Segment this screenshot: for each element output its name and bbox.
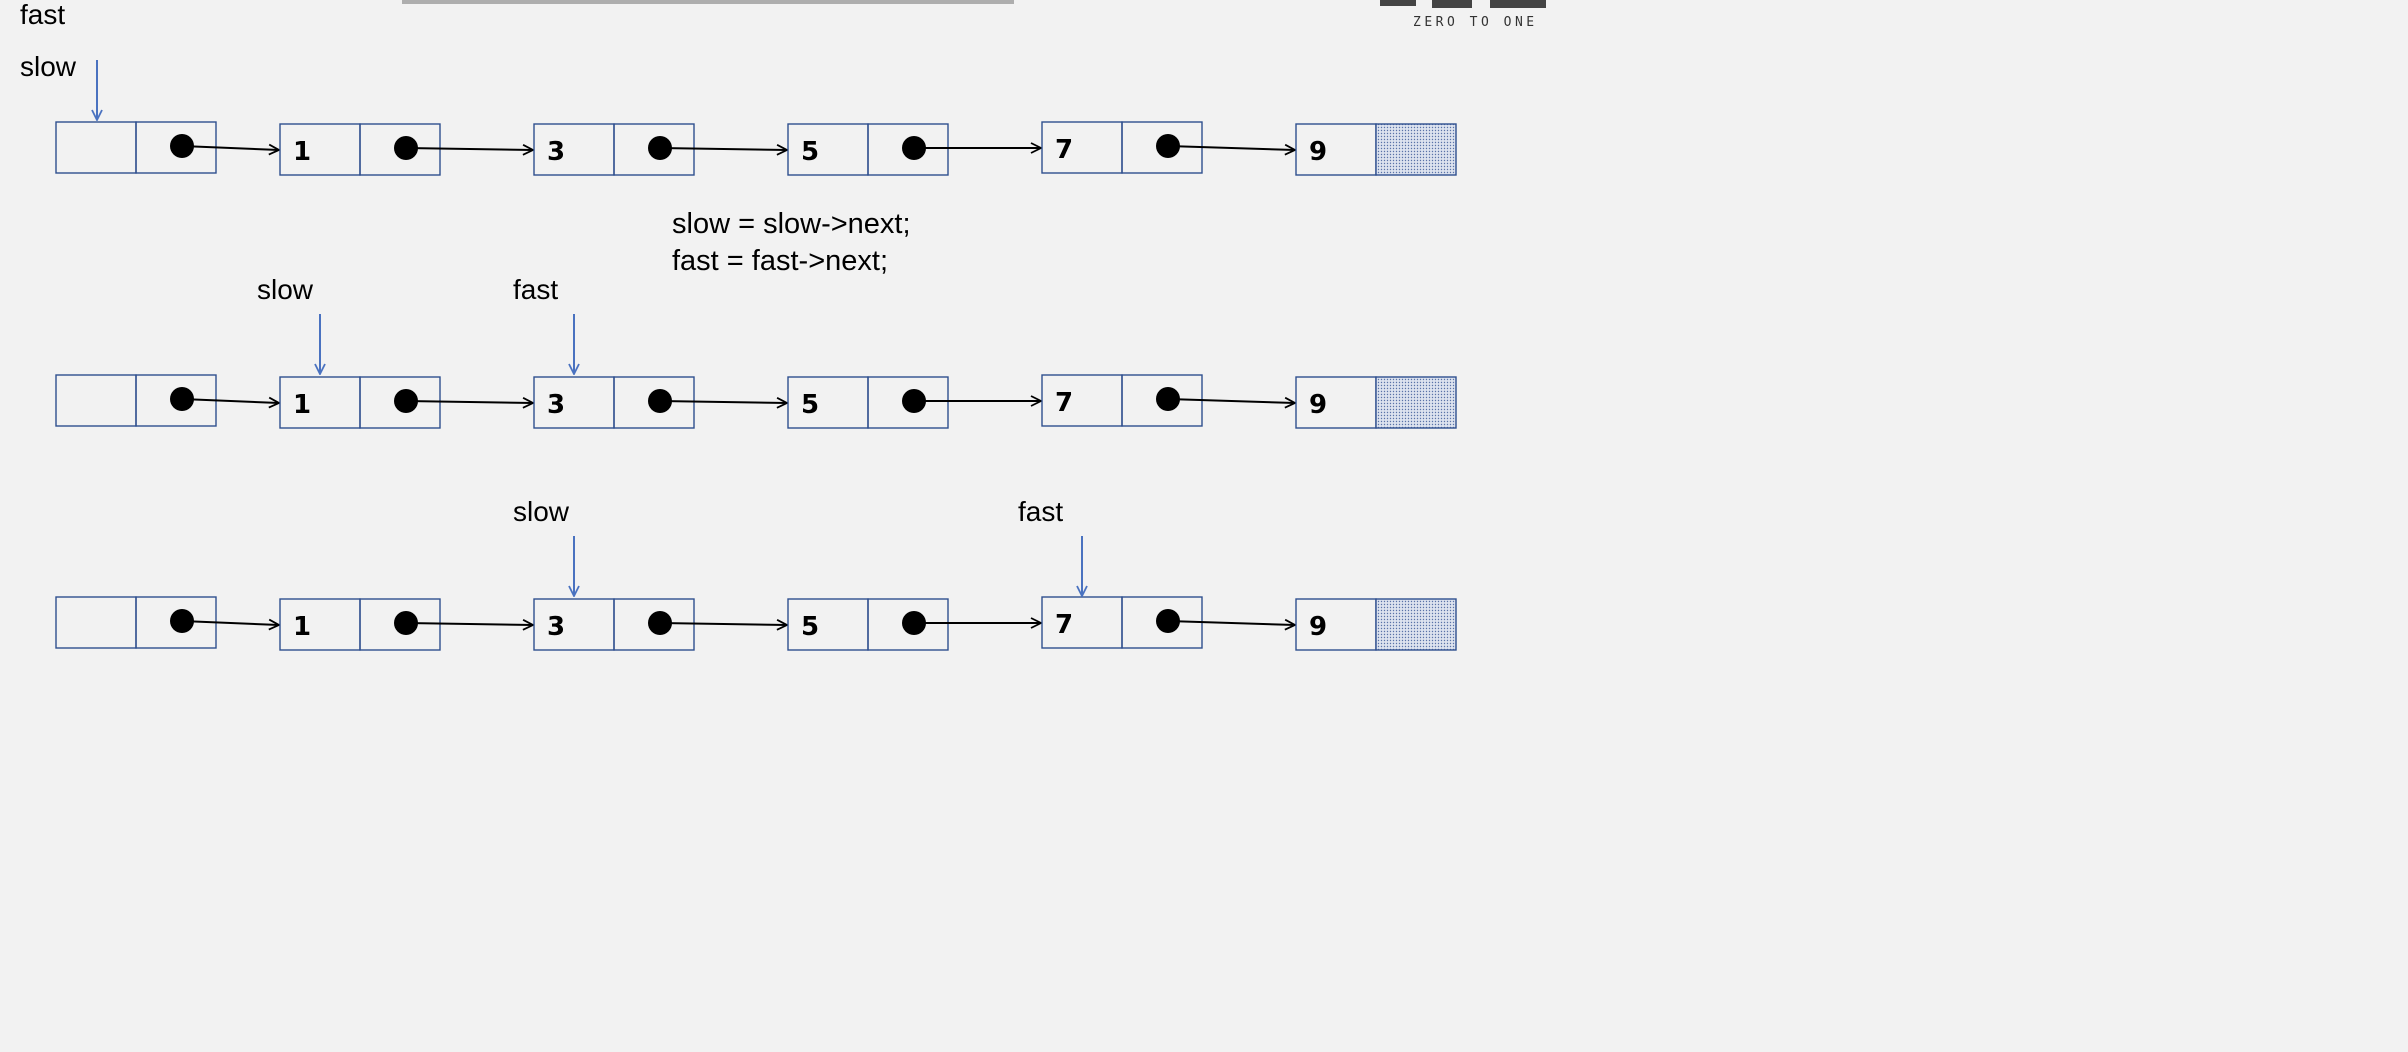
list-node: 3 (533, 376, 787, 429)
data-cell (55, 121, 137, 174)
node-value: 5 (801, 390, 819, 420)
slow-pointer: slow (513, 496, 574, 596)
next-link-arrow-icon (405, 148, 533, 150)
list-node: 7 (1041, 121, 1295, 174)
linked-list-rows: 1 3 5 7 9 fast slow 1 3 5 7 9 slow fast 1 3 5 7 9 slow fast (20, 0, 1457, 651)
list-row-1: 1 3 5 7 9 fast slow (20, 0, 1457, 176)
data-cell (1041, 374, 1123, 427)
list-row-3: 1 3 5 7 9 slow fast (55, 496, 1457, 651)
node-value: 3 (547, 137, 565, 167)
head-node (55, 121, 279, 174)
next-link-arrow-icon (405, 401, 533, 403)
next-link-arrow-icon (1167, 146, 1295, 150)
fast-pointer-label: fast (513, 274, 558, 305)
data-cell (1041, 596, 1123, 649)
null-next-cell (1375, 598, 1457, 651)
data-cell (1295, 598, 1377, 651)
list-node: 9 (1295, 123, 1457, 176)
next-link-arrow-icon (405, 623, 533, 625)
fast-pointer-label: fast (20, 0, 65, 30)
null-next-cell (1375, 123, 1457, 176)
next-cell (867, 598, 949, 651)
next-cell (867, 376, 949, 429)
next-cell (867, 123, 949, 176)
slow-pointer-label: slow (513, 496, 570, 527)
next-link-arrow-icon (1167, 399, 1295, 403)
list-node: 3 (533, 598, 787, 651)
node-value: 1 (293, 612, 311, 642)
code-line-slow: slow = slow->next; (672, 208, 911, 240)
logo-tagline: ZERO TO ONE (1413, 15, 1538, 30)
list-node: 7 (1041, 596, 1295, 649)
fast-pointer: fast (1018, 496, 1082, 596)
data-cell (533, 376, 615, 429)
null-next-cell (1375, 376, 1457, 429)
data-cell (1041, 121, 1123, 174)
next-link-arrow-icon (659, 148, 787, 150)
data-cell (1295, 123, 1377, 176)
next-link-arrow-icon (181, 146, 279, 150)
fast-pointer-label: fast (1018, 496, 1063, 527)
node-value: 5 (801, 612, 819, 642)
fast-pointer: fast (20, 0, 97, 120)
next-link-arrow-icon (181, 621, 279, 625)
node-value: 5 (801, 137, 819, 167)
fast-pointer: fast (513, 274, 574, 374)
list-node: 9 (1295, 376, 1457, 429)
data-cell (787, 376, 869, 429)
next-link-arrow-icon (1167, 621, 1295, 625)
list-node: 1 (279, 123, 533, 176)
data-cell (787, 123, 869, 176)
list-node: 9 (1295, 598, 1457, 651)
data-cell (533, 123, 615, 176)
list-row-2: 1 3 5 7 9 slow fast (55, 274, 1457, 429)
slow-pointer: slow (20, 51, 77, 82)
next-link-arrow-icon (181, 399, 279, 403)
data-cell (55, 596, 137, 649)
slow-pointer: slow (257, 274, 320, 374)
list-node: 7 (1041, 374, 1295, 427)
list-node: 5 (787, 598, 1041, 651)
node-value: 9 (1309, 137, 1327, 167)
slow-pointer-label: slow (257, 274, 314, 305)
node-value: 7 (1055, 135, 1073, 165)
data-cell (787, 598, 869, 651)
logo-mark-icon (1380, 0, 1546, 8)
node-value: 7 (1055, 610, 1073, 640)
cut-off-title (402, 0, 1014, 4)
logo: ZERO TO ONE (1380, 0, 1546, 30)
data-cell (279, 376, 361, 429)
node-value: 9 (1309, 612, 1327, 642)
node-value: 1 (293, 137, 311, 167)
head-node (55, 374, 279, 427)
list-node: 1 (279, 598, 533, 651)
code-line-fast: fast = fast->next; (672, 245, 888, 277)
next-link-arrow-icon (659, 623, 787, 625)
next-link-arrow-icon (659, 401, 787, 403)
list-node: 1 (279, 376, 533, 429)
data-cell (279, 598, 361, 651)
node-value: 9 (1309, 390, 1327, 420)
node-value: 1 (293, 390, 311, 420)
data-cell (533, 598, 615, 651)
node-value: 3 (547, 612, 565, 642)
data-cell (1295, 376, 1377, 429)
list-node: 5 (787, 123, 1041, 176)
slow-pointer-label: slow (20, 51, 77, 82)
node-value: 7 (1055, 388, 1073, 418)
list-node: 5 (787, 376, 1041, 429)
node-value: 3 (547, 390, 565, 420)
data-cell (55, 374, 137, 427)
data-cell (279, 123, 361, 176)
linked-list-diagram: ZERO TO ONE slow = slow->next; fast = fa… (20, 0, 1546, 651)
list-node: 3 (533, 123, 787, 176)
head-node (55, 596, 279, 649)
